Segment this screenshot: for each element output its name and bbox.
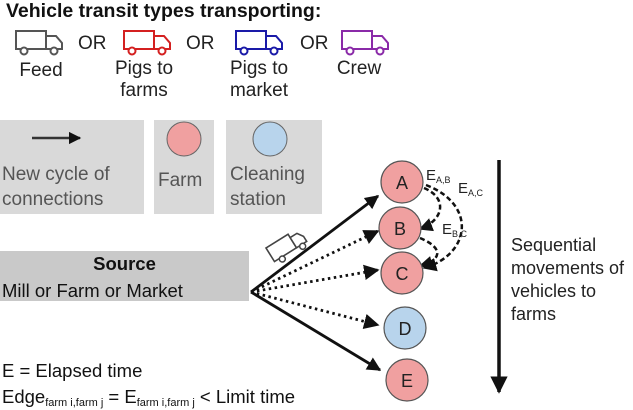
legend-cleaning-label: Cleaning station: [230, 164, 305, 210]
vehicle-label-feed: Feed: [19, 60, 63, 81]
node-d-label: D: [399, 319, 412, 339]
node-d-circle: [383, 306, 427, 350]
sequential-movements-text: Sequential movements of vehicles to farm…: [511, 235, 625, 324]
edge-a-b: [418, 186, 442, 232]
or-separator: OR: [186, 33, 215, 54]
node-e-circle: [385, 358, 429, 402]
edge-source-b: [250, 229, 380, 294]
edge-source-e: [250, 290, 382, 372]
edge-limit: < Limit time: [194, 386, 296, 407]
edge-word: Edge: [2, 386, 46, 407]
node-e-label: E: [401, 371, 413, 391]
feed-truck-icon: [15, 30, 63, 56]
edge-a-c: [422, 183, 464, 272]
legend-farm-circle: [166, 121, 202, 157]
pigs-to-farms-truck-icon: [123, 30, 171, 56]
source-box: [0, 251, 249, 301]
pigs-to-market-truck-icon: [235, 30, 283, 56]
elapsed-time-definition: E = Elapsed time: [2, 360, 143, 381]
vehicle-label-crew: Crew: [336, 58, 382, 79]
node-c-circle: [380, 251, 424, 295]
edge-label-ab: EA,B: [426, 167, 451, 185]
edge-equals: = E: [103, 386, 137, 407]
node-b-circle: [378, 206, 422, 250]
edge-source-d: [250, 290, 380, 329]
elapsed-subscript: farm i,farm j: [136, 397, 195, 409]
edge-subscript: farm i,farm j: [45, 397, 104, 409]
vehicle-label-pigs-to-market: Pigs to market: [229, 58, 289, 101]
node-b-label: B: [394, 219, 406, 239]
edge-source-a: [250, 194, 380, 294]
edge-b-c: [418, 236, 439, 270]
moving-truck-icon: [264, 232, 308, 263]
edge-label-bc: EB,C: [442, 221, 468, 239]
node-c-label: C: [396, 264, 409, 284]
or-separator: OR: [300, 33, 329, 54]
legend-cycle-label: New cycle of connections: [2, 164, 110, 210]
or-separator: OR: [78, 33, 107, 54]
node-a-label: A: [396, 173, 408, 193]
node-a-circle: [380, 160, 424, 204]
diagram-title: Vehicle transit types transporting:: [6, 0, 322, 22]
edge-label-ac: EA,C: [458, 180, 484, 198]
legend-cleaning-circle: [252, 121, 288, 157]
crew-truck-icon: [341, 30, 389, 56]
source-subtitle: Mill or Farm or Market: [2, 280, 183, 301]
source-title: Source: [93, 253, 156, 274]
edge-source-c: [250, 264, 380, 294]
edge-definition: Edgefarm i,farm j = Efarm i,farm j < Lim…: [2, 386, 295, 409]
vehicle-label-pigs-to-farms: Pigs to farms: [114, 58, 174, 101]
legend-farm-label: Farm: [158, 170, 203, 191]
